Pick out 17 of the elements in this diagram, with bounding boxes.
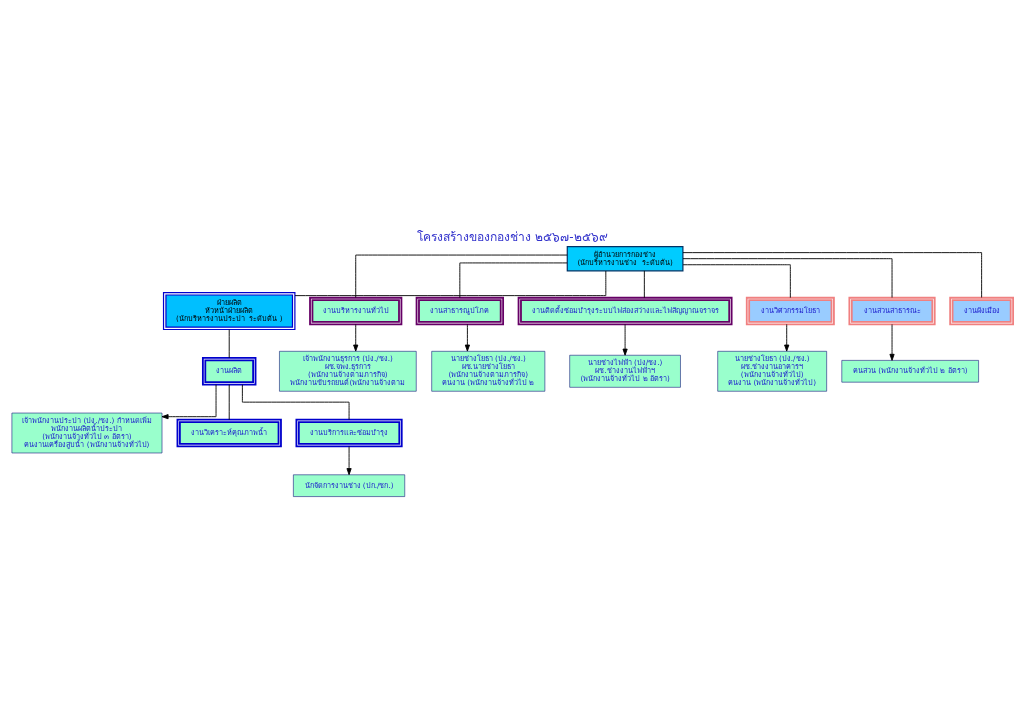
- arrow: [783, 323, 789, 352]
- connector: [354, 254, 568, 298]
- arrow: [622, 323, 628, 356]
- connector: [241, 383, 349, 420]
- connector: [643, 269, 645, 298]
- diagram-title: โครงสร้างของกองช่าง ๒๕๖๗-๒๕๖๙: [416, 229, 608, 244]
- connector: [682, 251, 982, 298]
- arrow: [161, 383, 216, 419]
- arrow: [352, 323, 358, 352]
- arrow: [888, 323, 895, 361]
- connector: [682, 257, 892, 298]
- connector: [458, 261, 567, 298]
- connector: [682, 263, 791, 298]
- arrow: [346, 445, 352, 475]
- connector: [294, 270, 606, 296]
- connector: [228, 383, 230, 420]
- arrow: [464, 323, 470, 352]
